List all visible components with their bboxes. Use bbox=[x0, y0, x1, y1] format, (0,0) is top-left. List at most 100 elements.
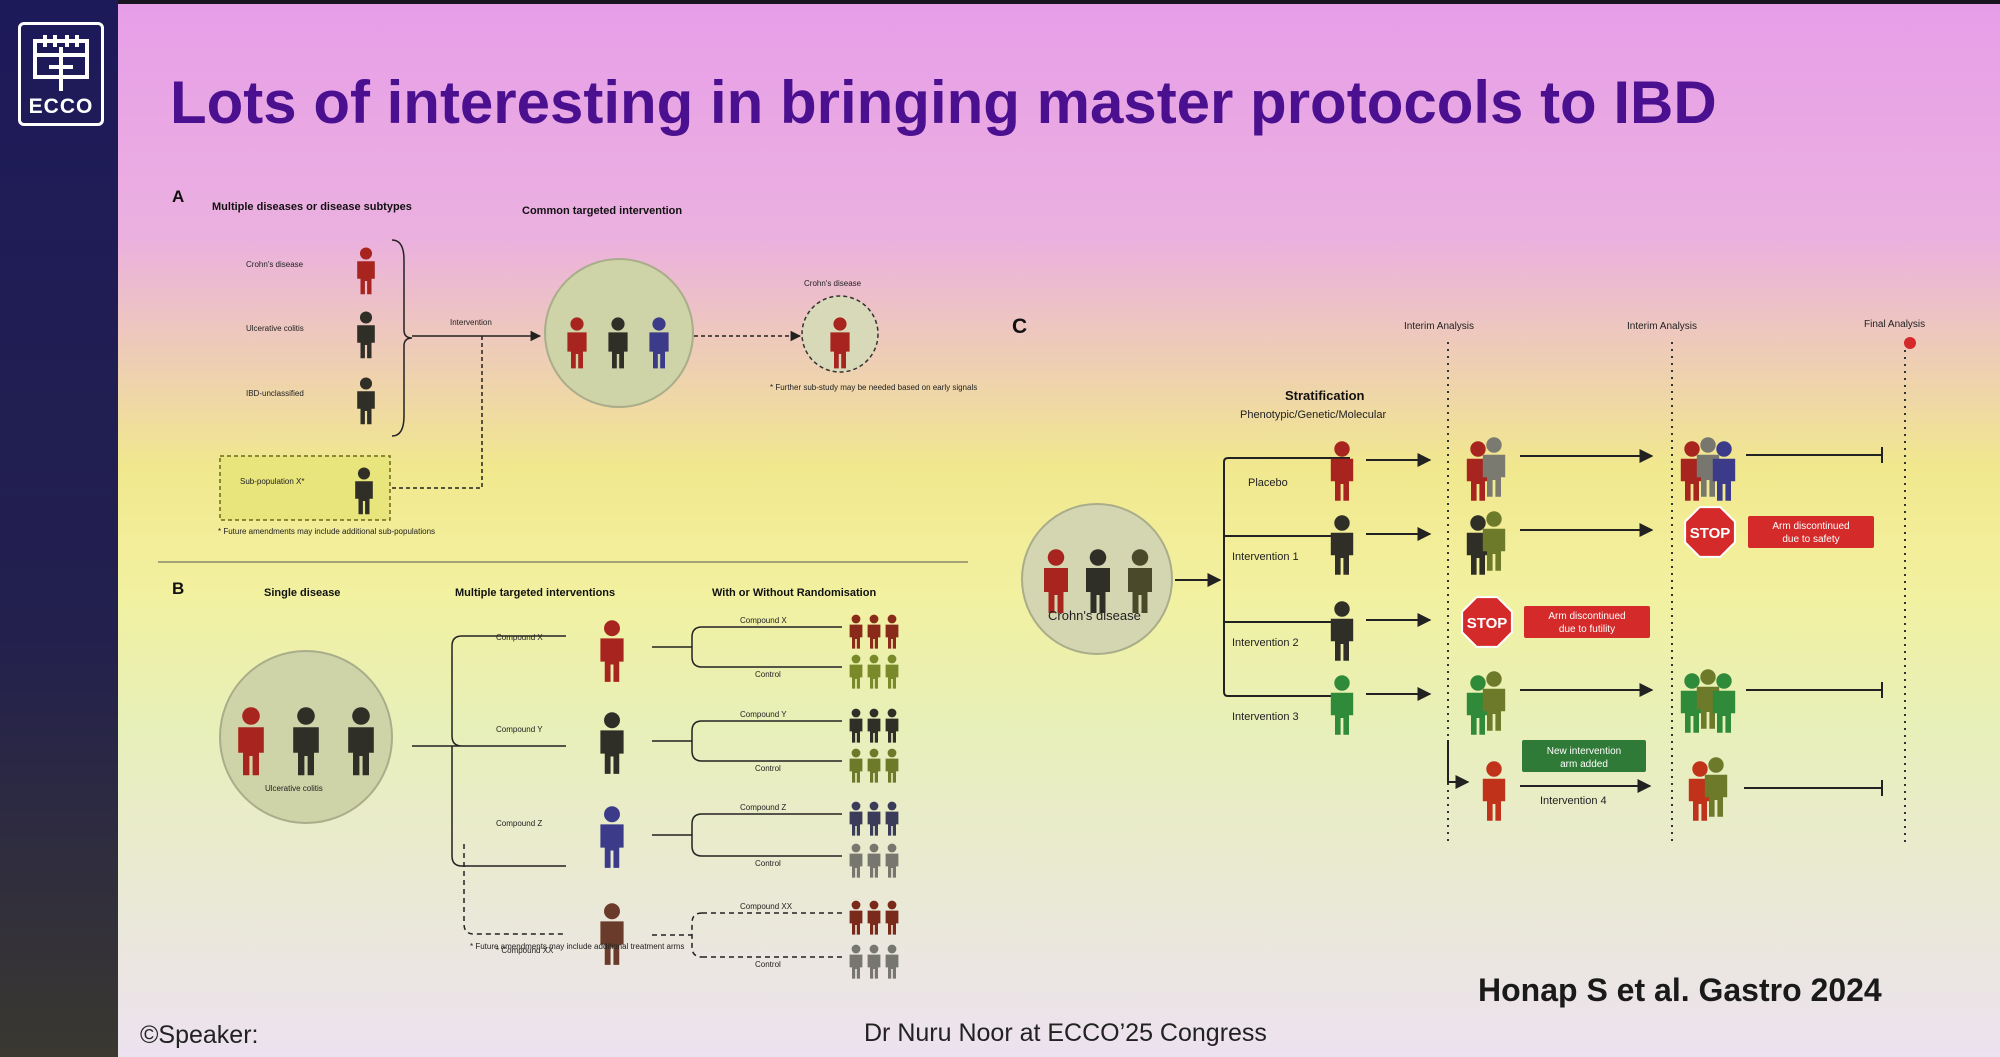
panel-b-arm-1-control-label: Control bbox=[755, 764, 781, 773]
panel-c-final: Final Analysis bbox=[1864, 319, 1925, 330]
ecco-logo-icon bbox=[33, 35, 89, 91]
panel-c-arm3-trio-c bbox=[1712, 673, 1736, 733]
panel-a-target-label: Crohn's disease bbox=[804, 279, 862, 288]
panel-b-arm-2-person bbox=[600, 806, 624, 868]
panel-b-arm-0-control-person-0 bbox=[849, 654, 863, 689]
panel-b-arm-0-person bbox=[600, 620, 624, 682]
panel-b-arm-3-person bbox=[600, 903, 624, 965]
panel-b-arm-3-split bbox=[652, 912, 842, 958]
panel-c-stratification: Stratification bbox=[1285, 388, 1365, 403]
panel-c-stop-safety-sign bbox=[1684, 506, 1736, 558]
panel-c-arm-2-person bbox=[1330, 601, 1354, 661]
panel-b-arm-0-split bbox=[652, 626, 842, 668]
panel-b-arm-1-split bbox=[652, 720, 842, 762]
panel-c-safety-line2: due to safety bbox=[1782, 534, 1839, 545]
panel-b-note: * Future amendments may include addition… bbox=[470, 942, 684, 951]
panel-b-arm-0-control-label: Control bbox=[755, 670, 781, 679]
panel-b-arm-3-top-person-0 bbox=[849, 900, 863, 935]
panel-a-row-1: Crohn's disease bbox=[246, 260, 304, 269]
panel-a-subpop-connector bbox=[392, 336, 483, 489]
panel-c-stop-futility-sign bbox=[1461, 596, 1513, 648]
panel-c-arm-1-person bbox=[1330, 515, 1354, 575]
panel-a-person-crohns bbox=[357, 247, 375, 295]
panel-a-heading-mid: Common targeted intervention bbox=[522, 205, 682, 217]
panel-c-arm-2-label: Intervention 2 bbox=[1232, 637, 1299, 649]
panel-c-arm-3-label: Intervention 3 bbox=[1232, 711, 1299, 723]
panel-c-stop-safety-text: STOP bbox=[1690, 525, 1731, 542]
citation: Honap S et al. Gastro 2024 bbox=[1478, 972, 1882, 1008]
panel-c-final-dot bbox=[1904, 337, 1916, 349]
panel-c-arm4-label: Intervention 4 bbox=[1540, 795, 1607, 807]
panel-b-arm-2-control-person-0 bbox=[849, 843, 863, 878]
panel-b-arm-1-top-person-1 bbox=[867, 708, 881, 743]
slide-title: Lots of interesting in bringing master p… bbox=[170, 69, 1717, 136]
panel-b-arm-2-top-person-0 bbox=[849, 801, 863, 836]
sidebar: ECCO bbox=[0, 0, 118, 1057]
panel-a-heading-left: Multiple diseases or disease subtypes bbox=[212, 201, 412, 213]
panel-a-letter: A bbox=[172, 187, 184, 206]
panel-b-arm-1-split-label: Compound Y bbox=[740, 710, 787, 719]
panel-c-arm4-branch bbox=[1447, 740, 1470, 789]
ecco-logo: ECCO bbox=[18, 22, 104, 126]
panel-b-arm-0-top-person-2 bbox=[885, 614, 899, 649]
panel-b-arm-1-control-person-1 bbox=[867, 748, 881, 783]
panel-b-arm-0-control-person-1 bbox=[867, 654, 881, 689]
panel-b-arm-3-control-person-0 bbox=[849, 944, 863, 979]
panel-c-letter: C bbox=[1012, 315, 1027, 338]
panel-a-note-right: * Further sub-study may be needed based … bbox=[770, 383, 977, 392]
panel-c-stop-futility-text: STOP bbox=[1467, 615, 1508, 632]
panel-b-branch-dashed bbox=[463, 844, 564, 935]
panel-b-arm-2-split bbox=[652, 813, 842, 857]
panel-b-arm-1-control-person-2 bbox=[885, 748, 899, 783]
panel-a-person-ibdu bbox=[357, 377, 375, 425]
panel-b-arm-0-top-person-1 bbox=[867, 614, 881, 649]
panel-c-arm-0-person bbox=[1330, 441, 1354, 501]
panel-c-arm4-pair-olive bbox=[1704, 757, 1728, 817]
panel-b-branch-lines bbox=[412, 635, 566, 867]
footer-caption: Dr Nuru Noor at ECCO’25 Congress bbox=[864, 1019, 1267, 1047]
panel-b-arm-2-control-person-2 bbox=[885, 843, 899, 878]
panel-c-new-arm-badge bbox=[1522, 740, 1646, 772]
panel-b-arm-0-label: Compound X bbox=[496, 633, 543, 642]
panel-b-arm-2-top-person-1 bbox=[867, 801, 881, 836]
panel-b-arm-3-control-person-2 bbox=[885, 944, 899, 979]
panel-b-arm-1-person bbox=[600, 712, 624, 774]
panel-c-futility-line1: Arm discontinued bbox=[1548, 611, 1625, 622]
panel-c-strat-branches bbox=[1223, 457, 1350, 697]
logo-text: ECCO bbox=[28, 95, 94, 118]
panel-b-arm-1-label: Compound Y bbox=[496, 725, 543, 734]
panel-c-arm-0-pair-b bbox=[1482, 437, 1506, 497]
panel-b-arm-3-top-person-2 bbox=[885, 900, 899, 935]
panel-c-arm-3-pair-b bbox=[1482, 671, 1506, 731]
panel-a-note-left: * Future amendments may include addition… bbox=[218, 527, 435, 536]
panel-c-arm-3-person bbox=[1330, 675, 1354, 735]
panel-a-row-2: Ulcerative colitis bbox=[246, 324, 304, 333]
panel-c-strat-sub: Phenotypic/Genetic/Molecular bbox=[1240, 409, 1386, 421]
panel-c-futility-badge bbox=[1524, 606, 1650, 638]
panel-b-arm-3-label: * Compound XX bbox=[496, 946, 554, 955]
panel-c-interim-2: Interim Analysis bbox=[1627, 321, 1697, 332]
panel-b-disease-label: Ulcerative colitis bbox=[265, 784, 323, 793]
panel-b-arm-2-label: Compound Z bbox=[496, 819, 542, 828]
panel-b-heading-right: With or Without Randomisation bbox=[712, 587, 876, 599]
panel-b-arm-2-control-person-1 bbox=[867, 843, 881, 878]
panel-b-arm-2-control-label: Control bbox=[755, 859, 781, 868]
panel-c-arm-0-label: Placebo bbox=[1248, 477, 1288, 489]
panel-c-placebo-trio-c bbox=[1712, 441, 1736, 501]
panel-b-arm-3-control-label: Control bbox=[755, 960, 781, 969]
panel-a-brace bbox=[391, 239, 413, 437]
panel-b-letter: B bbox=[172, 579, 184, 598]
panel-c-interim-1: Interim Analysis bbox=[1404, 321, 1474, 332]
panel-b-arm-2-split-label: Compound Z bbox=[740, 803, 786, 812]
panel-b-arm-0-top-person-0 bbox=[849, 614, 863, 649]
panel-b-heading-left: Single disease bbox=[264, 587, 340, 599]
panel-b-arm-3-split-label: Compound XX bbox=[740, 902, 793, 911]
panel-c-disease-label: Crohn's disease bbox=[1048, 608, 1141, 623]
panel-a-row-3: IBD-unclassified bbox=[246, 389, 304, 398]
panel-b-arm-1-top-person-2 bbox=[885, 708, 899, 743]
panel-a-person-uc bbox=[357, 311, 375, 359]
panel-c-new-arm-line2: arm added bbox=[1560, 759, 1608, 770]
panel-a-intervention-label: Intervention bbox=[450, 318, 492, 327]
panel-b-arm-2-top-person-2 bbox=[885, 801, 899, 836]
